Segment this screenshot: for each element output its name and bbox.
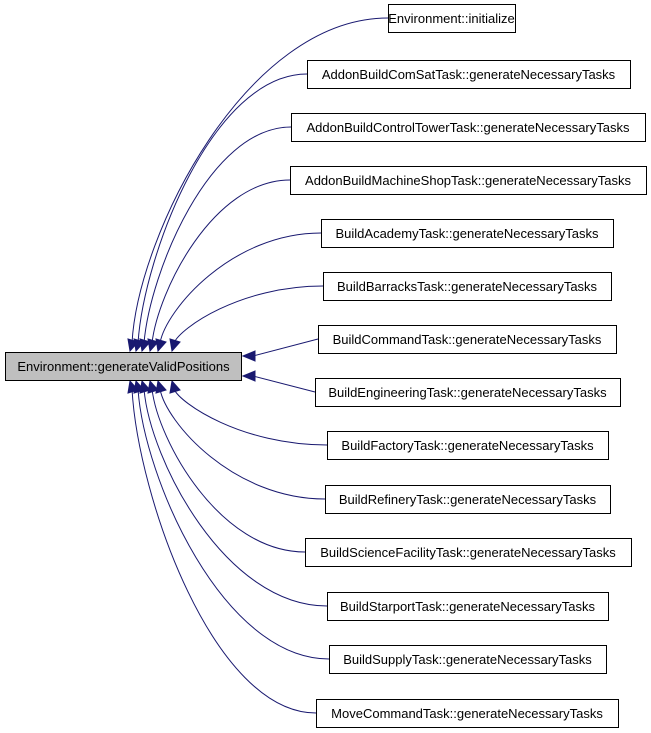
caller-node-box — [327, 431, 609, 460]
caller-node[interactable]: BuildAcademyTask::generateNecessaryTasks — [321, 219, 614, 248]
call-edge — [143, 388, 328, 607]
caller-node-box — [318, 325, 617, 354]
caller-node-box — [316, 699, 619, 728]
call-edge — [143, 126, 292, 344]
caller-node-label: AddonBuildMachineShopTask::generateNeces… — [305, 173, 631, 188]
caller-node-label: BuildEngineeringTask::generateNecessaryT… — [328, 385, 607, 400]
caller-node-box — [305, 538, 632, 567]
call-edge — [137, 388, 330, 660]
caller-node[interactable]: BuildFactoryTask::generateNecessaryTasks — [327, 431, 609, 460]
arrowhead-icon — [241, 350, 256, 362]
arrowhead-icon — [169, 379, 181, 394]
call-edge — [131, 17, 389, 344]
caller-node-box — [325, 485, 611, 514]
call-edge — [252, 338, 319, 357]
caller-node[interactable]: AddonBuildControlTowerTask::generateNece… — [291, 113, 646, 142]
caller-node-label: BuildFactoryTask::generateNecessaryTasks — [341, 438, 594, 453]
arrowhead-icon — [147, 338, 159, 353]
caller-node[interactable]: Environment::initialize — [388, 4, 516, 33]
caller-node[interactable]: BuildRefineryTask::generateNecessaryTask… — [325, 485, 611, 514]
caller-node-label: AddonBuildComSatTask::generateNecessaryT… — [322, 67, 616, 82]
arrowhead-icon — [139, 338, 151, 353]
call-edge — [252, 375, 316, 393]
caller-node-label: Environment::initialize — [388, 11, 514, 26]
caller-node-box — [315, 378, 621, 407]
caller-node-box — [327, 592, 609, 621]
caller-node[interactable]: BuildSupplyTask::generateNecessaryTasks — [329, 645, 607, 674]
caller-node[interactable]: BuildEngineeringTask::generateNecessaryT… — [315, 378, 621, 407]
arrowhead-icon — [127, 379, 139, 394]
caller-node-box — [329, 645, 607, 674]
arrowhead-icon — [241, 370, 256, 382]
root-node-label: Environment::generateValidPositions — [17, 359, 230, 374]
call-edge — [159, 232, 322, 344]
caller-node-box — [307, 60, 631, 89]
caller-node-label: BuildSupplyTask::generateNecessaryTasks — [343, 652, 592, 667]
caller-node[interactable]: BuildStarportTask::generateNecessaryTask… — [327, 592, 609, 621]
caller-node[interactable]: AddonBuildMachineShopTask::generateNeces… — [290, 166, 647, 195]
caller-node-label: BuildAcademyTask::generateNecessaryTasks — [335, 226, 599, 241]
caller-node-box — [321, 219, 614, 248]
call-edge — [151, 388, 306, 553]
caller-node[interactable]: MoveCommandTask::generateNecessaryTasks — [316, 699, 619, 728]
call-edge — [173, 388, 328, 446]
caller-node-label: BuildRefineryTask::generateNecessaryTask… — [339, 492, 597, 507]
call-edge — [159, 388, 326, 500]
caller-node[interactable]: BuildBarracksTask::generateNecessaryTask… — [323, 272, 612, 301]
caller-node[interactable]: BuildScienceFacilityTask::generateNecess… — [305, 538, 632, 567]
arrowhead-icon — [169, 338, 181, 353]
caller-node-label: MoveCommandTask::generateNecessaryTasks — [331, 706, 603, 721]
root-node[interactable]: Environment::generateValidPositions — [5, 352, 242, 381]
caller-node-label: BuildCommandTask::generateNecessaryTasks — [333, 332, 602, 347]
call-edge — [173, 285, 324, 344]
arrowhead-icon — [155, 338, 167, 353]
call-edge — [151, 179, 291, 344]
caller-node-box — [323, 272, 612, 301]
caller-node-label: BuildBarracksTask::generateNecessaryTask… — [337, 279, 598, 294]
caller-node-box — [388, 4, 516, 33]
call-edge — [137, 73, 308, 344]
caller-node-label: BuildStarportTask::generateNecessaryTask… — [340, 599, 596, 614]
caller-node-label: AddonBuildControlTowerTask::generateNece… — [307, 120, 630, 135]
root-node-box — [5, 352, 242, 381]
caller-node-box — [290, 166, 647, 195]
call-edge — [131, 388, 317, 714]
edges — [127, 17, 389, 714]
caller-nodes: Environment::initializeAddonBuildComSatT… — [290, 4, 647, 728]
caller-node[interactable]: AddonBuildComSatTask::generateNecessaryT… — [307, 60, 631, 89]
caller-node[interactable]: BuildCommandTask::generateNecessaryTasks — [318, 325, 617, 354]
caller-node-box — [291, 113, 646, 142]
arrowhead-icon — [155, 379, 167, 394]
caller-node-label: BuildScienceFacilityTask::generateNecess… — [320, 545, 616, 560]
